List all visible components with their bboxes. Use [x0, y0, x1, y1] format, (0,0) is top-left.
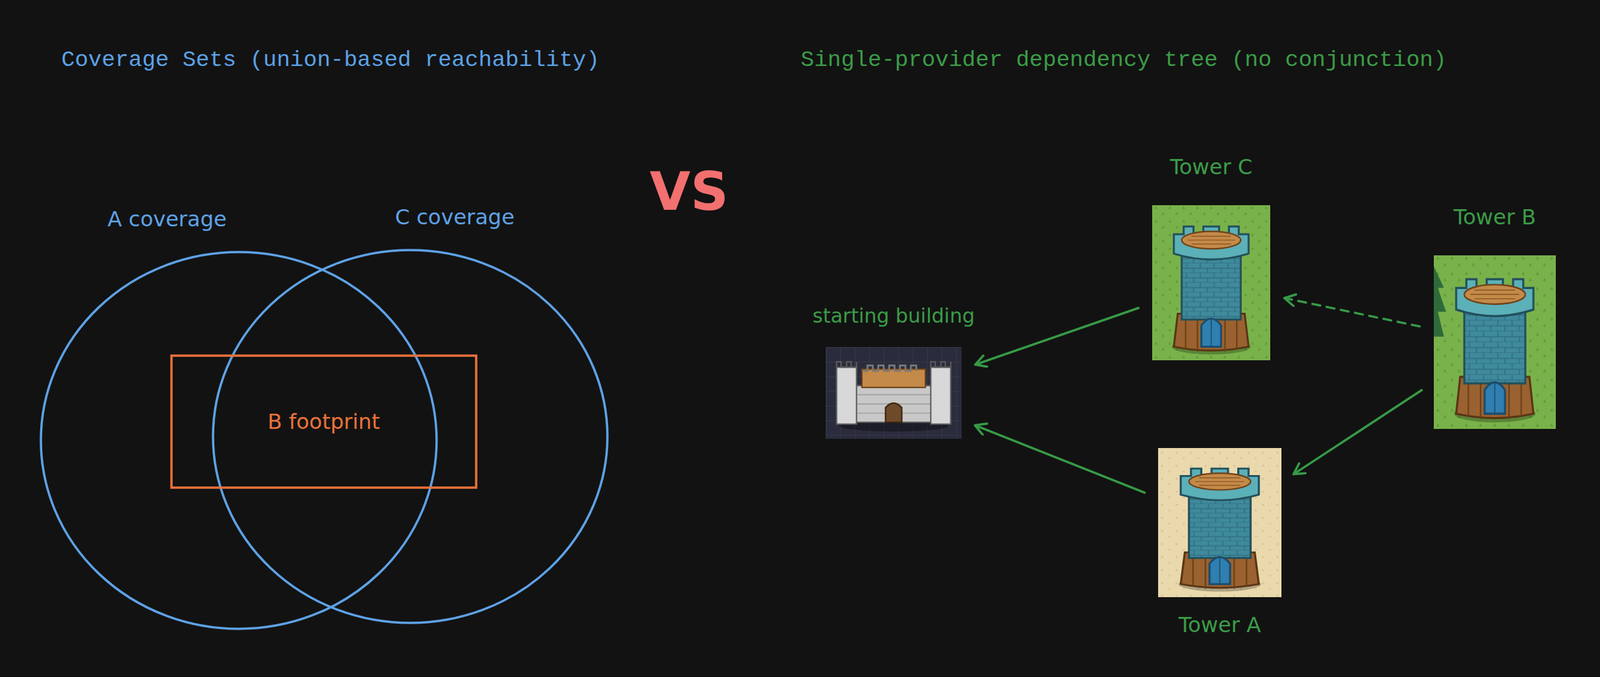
section-title: Single-provider dependency tree (no conj… [800, 47, 1447, 73]
versus-label: VS [649, 160, 729, 223]
castle-illustration [825, 346, 962, 439]
section-title: Coverage Sets (union-based reachability) [61, 47, 600, 73]
coverage-circle: C coverage [211, 247, 610, 625]
node-label: B footprint [267, 408, 380, 434]
starting-building: starting building [825, 346, 962, 439]
tower: Tower C [1152, 205, 1271, 361]
circle-outline [211, 247, 610, 625]
node-label: Tower C [1169, 154, 1253, 180]
tower-illustration [1158, 447, 1282, 597]
node-label: A coverage [107, 206, 227, 232]
dependency-arrow [975, 307, 1139, 365]
dependency-arrow [974, 425, 1145, 493]
circle-outline [38, 249, 439, 631]
node-label: starting building [812, 304, 975, 328]
tower: Tower A [1158, 447, 1282, 597]
tower-illustration [1433, 255, 1556, 429]
dependency-arrow [1284, 298, 1420, 327]
node-label: Tower A [1178, 612, 1262, 638]
coverage-circle: A coverage [38, 249, 439, 631]
node-label: Tower B [1453, 204, 1537, 230]
tower-illustration [1152, 205, 1271, 361]
node-label: C coverage [395, 204, 515, 230]
tower: Tower B [1433, 255, 1556, 429]
footprint-box: B footprint [170, 354, 478, 489]
dependency-arrow [1293, 389, 1422, 474]
